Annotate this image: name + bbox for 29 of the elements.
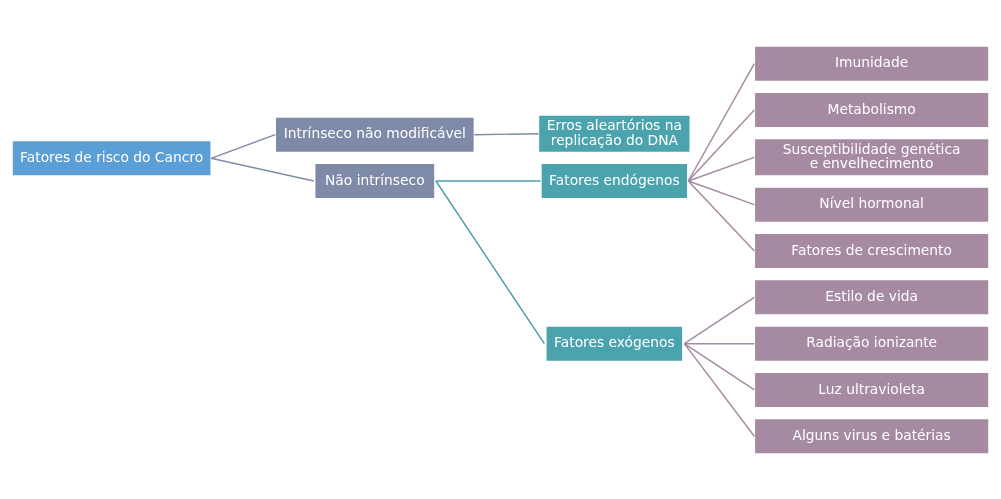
node-box: Imunidade xyxy=(753,44,990,82)
node-box: Estilo de vida xyxy=(753,278,990,316)
node-box: Radiação ionizante xyxy=(753,324,990,362)
node-box: Fatores endógenos xyxy=(540,162,689,199)
connector xyxy=(687,62,756,182)
node-box: Não intrínseco xyxy=(313,162,436,199)
connector xyxy=(687,156,756,182)
node-box: Susceptibilidade genética e envelhecimento xyxy=(753,137,990,177)
connector xyxy=(683,342,756,437)
node-box: Nível hormonal xyxy=(753,185,990,223)
connector xyxy=(683,296,756,344)
connector xyxy=(687,108,756,182)
connector xyxy=(210,157,315,182)
node-box: Fatores exógenos xyxy=(545,324,684,362)
connector xyxy=(683,342,756,391)
connector xyxy=(435,179,546,344)
connector xyxy=(473,132,540,135)
connector xyxy=(687,179,756,252)
connector xyxy=(210,133,276,159)
node-box: Alguns virus e batérias xyxy=(753,417,990,455)
connector xyxy=(683,342,756,344)
connector xyxy=(687,179,756,205)
node-box: Fatores de crescimento xyxy=(753,232,990,269)
connector xyxy=(435,179,542,182)
node-box: Fatores de risco do Cancro xyxy=(11,139,212,177)
node-box: Luz ultravioleta xyxy=(753,371,990,408)
node-box: Intrínseco não modificável xyxy=(274,115,476,153)
node-box: Metabolismo xyxy=(753,91,990,128)
node-box: Erros aleartórios na replicação do DNA xyxy=(537,113,691,153)
